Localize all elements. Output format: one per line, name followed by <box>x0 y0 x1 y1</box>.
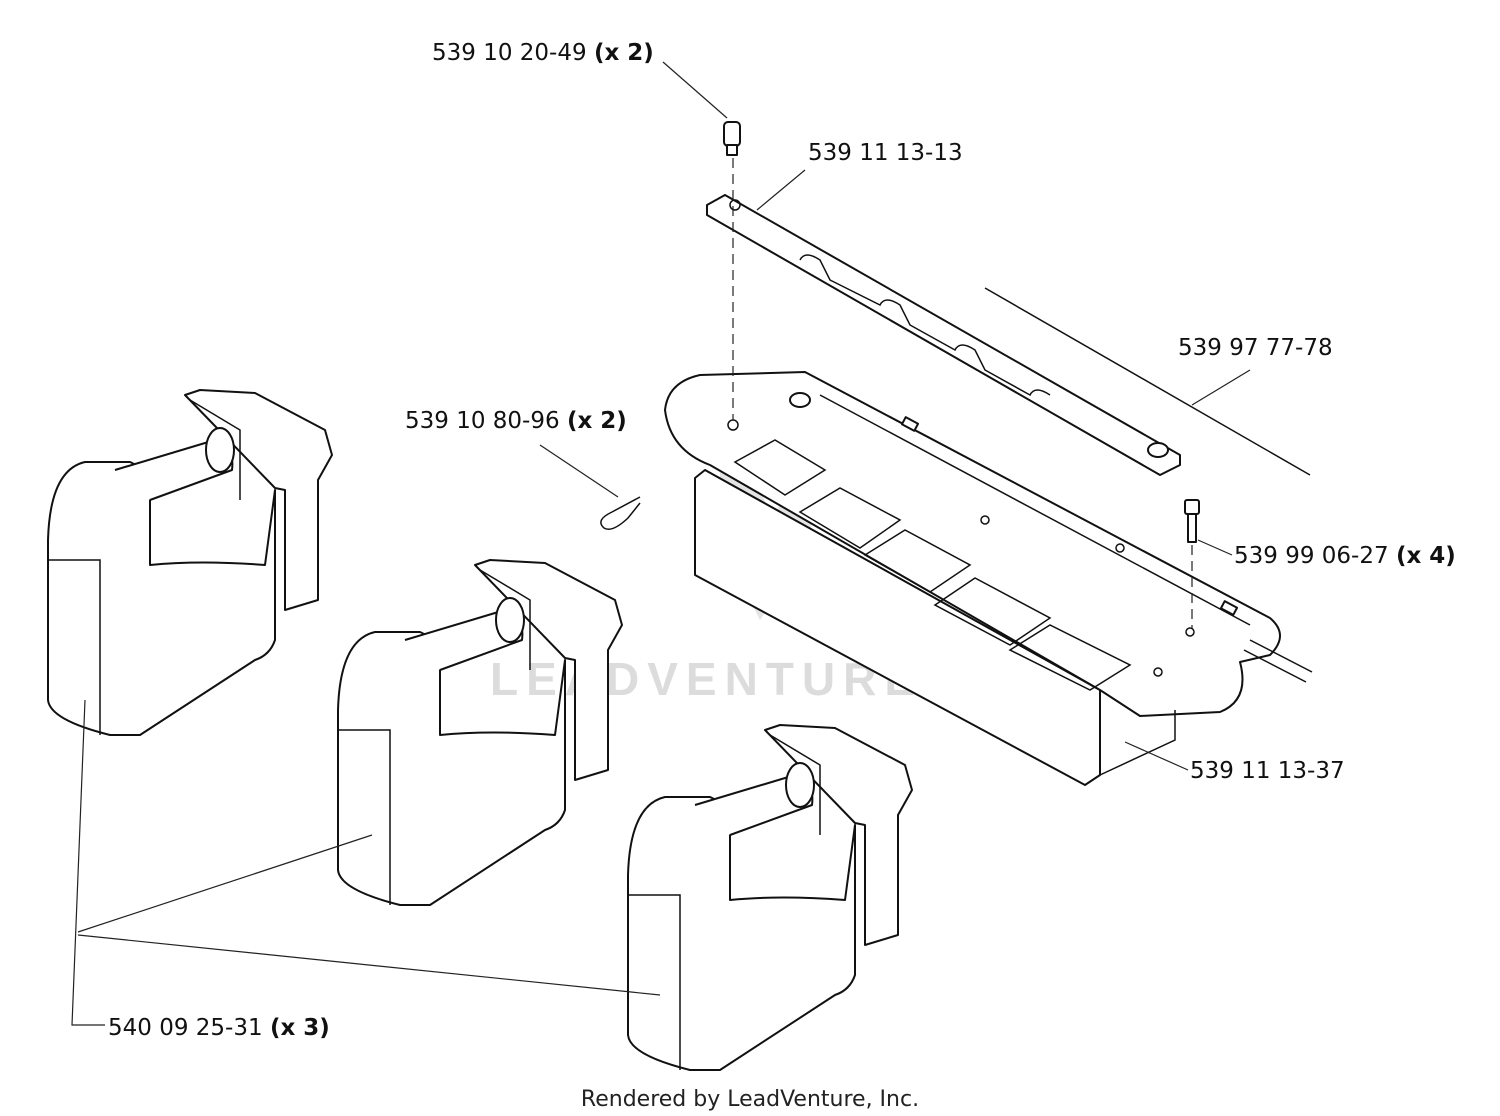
clevis-pin-part <box>723 121 741 420</box>
callout-bracket: 539 11 13-37 <box>1190 758 1345 784</box>
callout-top-bar: 539 11 13-13 <box>808 140 963 166</box>
weight-bracket-part <box>664 371 1313 786</box>
callout-hair-pin: 539 10 80-96 (x 2) <box>405 408 627 434</box>
suitcase-weight-2 <box>337 559 623 906</box>
rod-part <box>984 287 1311 476</box>
callout-rod: 539 97 77-78 <box>1178 335 1333 361</box>
callout-labels: 539 10 20-49 (x 2) 539 11 13-13 539 97 7… <box>108 40 1456 1041</box>
suitcase-weight-1 <box>47 389 333 736</box>
callout-pin: 539 10 20-49 (x 2) <box>432 40 654 66</box>
leader-lines <box>71 61 1251 1026</box>
callout-bolt: 539 99 06-27 (x 4) <box>1234 543 1456 569</box>
hair-pin-part <box>600 496 641 530</box>
callout-weights: 540 09 25-31 (x 3) <box>108 1015 330 1041</box>
bolt-part <box>1184 499 1200 628</box>
top-bar-part <box>706 194 1181 476</box>
suitcase-weight-3 <box>627 724 913 1071</box>
footer-credit: Rendered by LeadVenture, Inc. <box>581 1087 919 1112</box>
